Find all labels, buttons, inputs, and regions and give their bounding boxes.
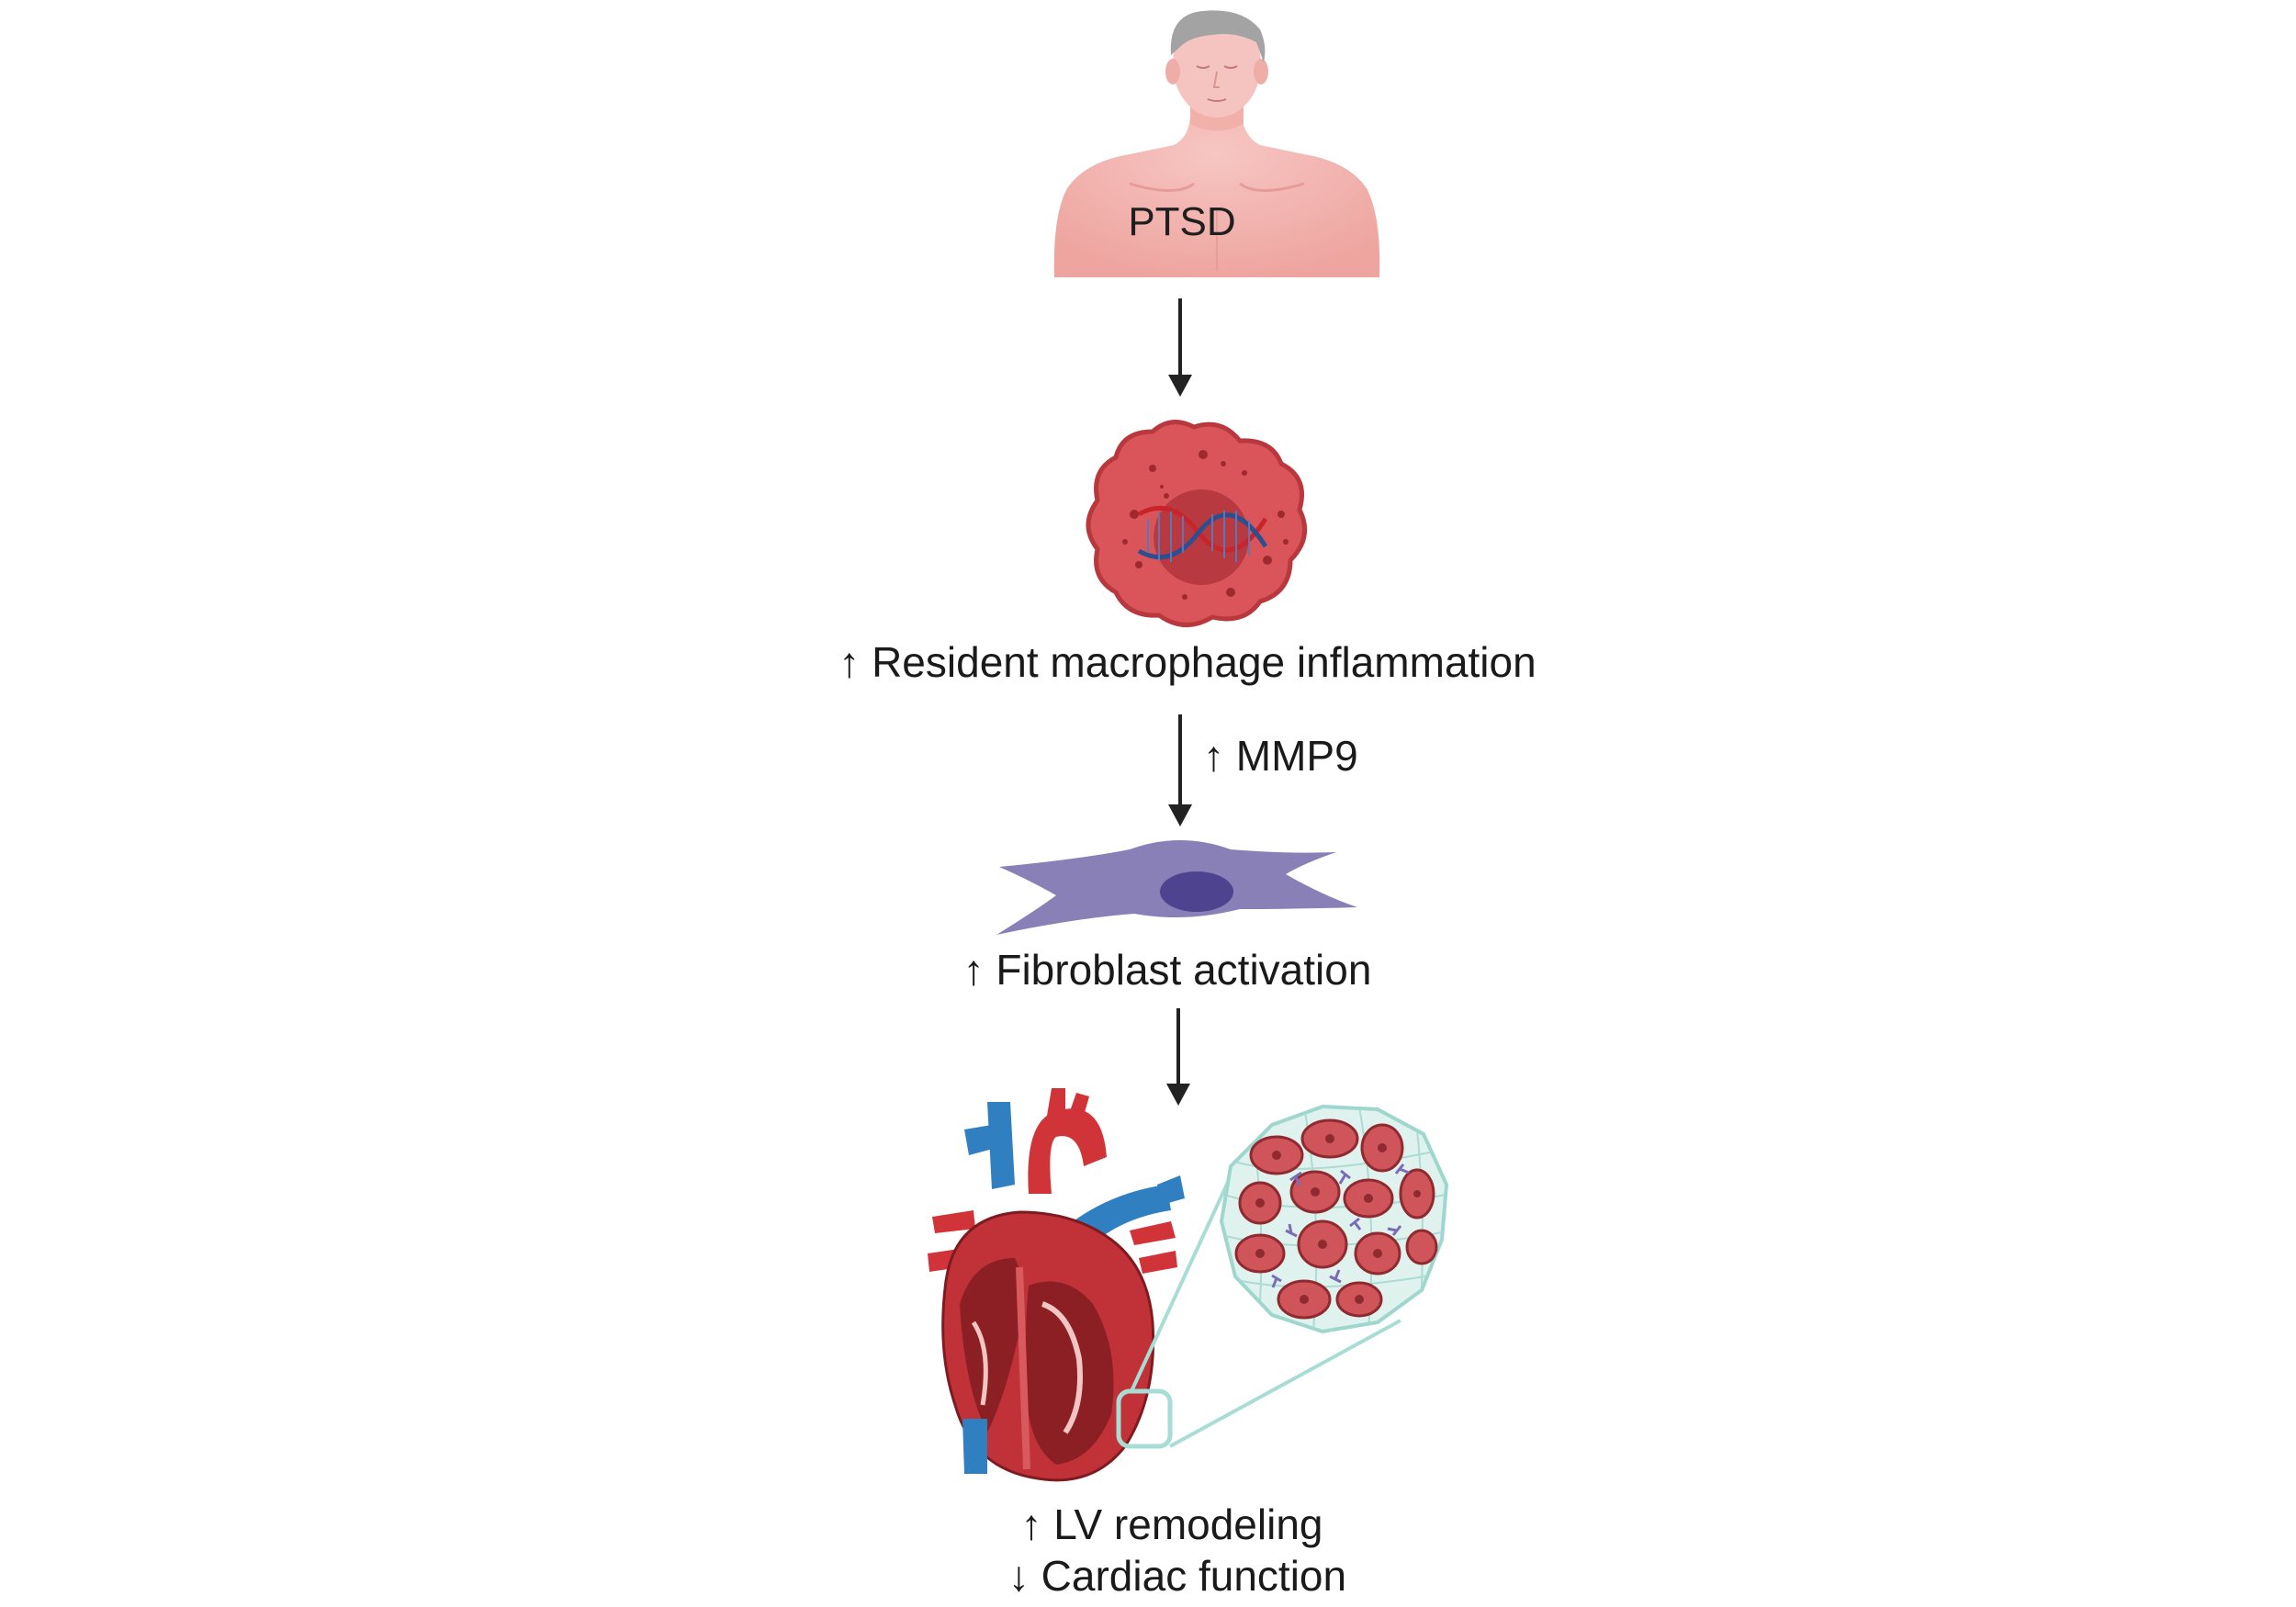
macrophage-inflammation-label: ↑ Resident macrophage inflammation [838,638,1536,686]
mmp9-label: ↑ MMP9 [1203,732,1358,780]
arrow-person-to-macrophage [1168,298,1192,397]
ptsd-label: PTSD [1128,199,1236,244]
lv-remodeling-label: ↑ LV remodeling [1020,1500,1323,1548]
fibroblast-activation-label: ↑ Fibroblast activation [962,946,1372,994]
arrow-macrophage-to-fibroblast [1168,714,1192,826]
human-torso-icon [1053,10,1380,277]
fibroblast-cell-icon [996,840,1357,935]
macrophage-cell-icon [1086,420,1308,627]
arrow-fibroblast-to-heart [1166,1008,1190,1106]
cardiac-tissue-icon [1219,1104,1449,1334]
cardiac-function-label: ↓ Cardiac function [1007,1552,1347,1600]
zoom-connector-lines [1130,1165,1401,1448]
heart-anatomy-icon [928,1088,1185,1482]
